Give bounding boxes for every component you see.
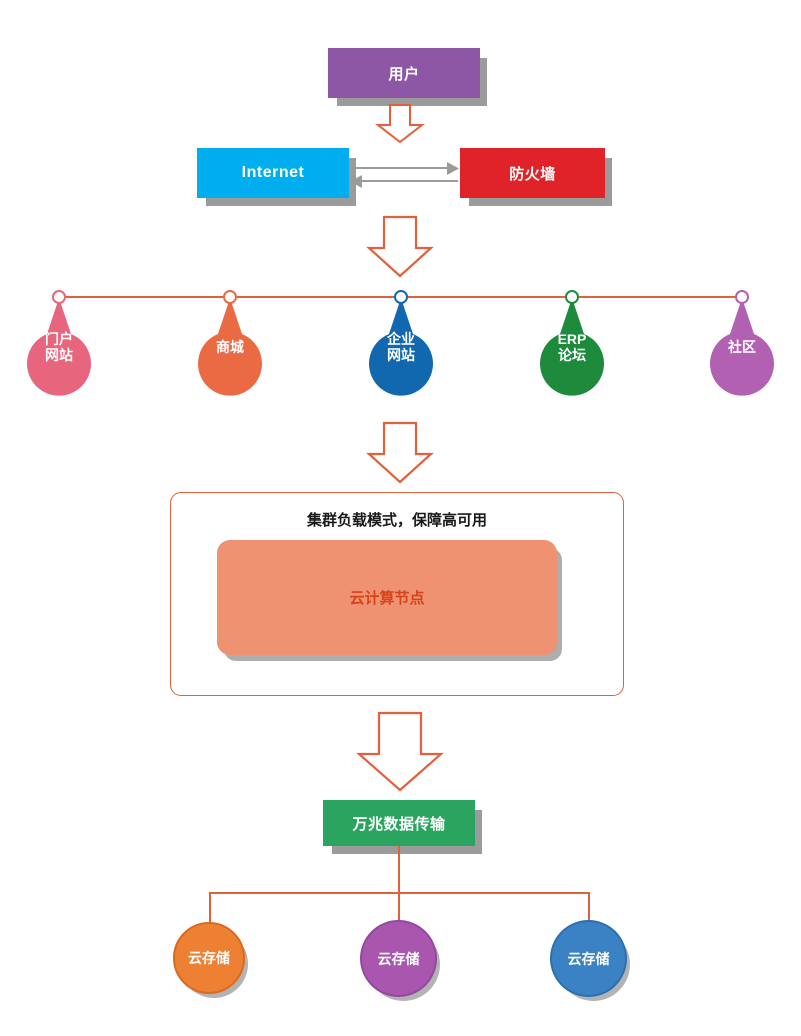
site-pin-erp[interactable]: ERP 论坛: [532, 290, 612, 396]
cloud-compute-node-label: 云计算节点: [349, 590, 425, 607]
arrow-internet-to-firewall: [351, 162, 459, 175]
site-pin-community[interactable]: 社区: [702, 290, 782, 396]
arrow-sites-to-cloud: [366, 421, 434, 484]
connector-storage-drop-3: [588, 892, 590, 924]
storage-node-3-label: 云存储: [567, 950, 610, 967]
site-ring-erp: [565, 290, 579, 304]
storage-node-2-label: 云存储: [377, 950, 420, 967]
site-ring-enterprise: [394, 290, 408, 304]
transfer-box[interactable]: 万兆数据传输: [323, 800, 475, 846]
connector-storage-drop-1: [209, 892, 211, 924]
site-ring-portal: [52, 290, 66, 304]
cloud-compute-node[interactable]: 云计算节点: [217, 540, 557, 655]
site-pin-enterprise[interactable]: 企业 网站: [361, 290, 441, 396]
transfer-box-label: 万兆数据传输: [352, 815, 446, 833]
connector-transfer-stem: [398, 846, 400, 892]
arrow-user-to-network: [375, 104, 425, 144]
internet-box-label: Internet: [241, 164, 305, 181]
connector-storage-drop-2: [398, 892, 400, 924]
site-ring-community: [735, 290, 749, 304]
site-pin-mall[interactable]: 商城: [190, 290, 270, 396]
arrow-firewall-to-internet: [350, 175, 458, 188]
user-box-label: 用户: [388, 65, 420, 83]
user-box[interactable]: 用户: [328, 48, 480, 98]
firewall-box[interactable]: 防火墙: [460, 148, 605, 198]
arrow-cloud-to-transfer: [356, 711, 444, 792]
cloud-cluster-title: 集群负载模式，保障高可用: [306, 512, 487, 529]
storage-node-2[interactable]: 云存储: [360, 920, 437, 997]
storage-node-3[interactable]: 云存储: [550, 920, 627, 997]
cloud-cluster-group: 集群负载模式，保障高可用 云计算节点: [170, 492, 624, 696]
storage-node-1-label: 云存储: [188, 950, 230, 966]
site-ring-mall: [223, 290, 237, 304]
storage-node-1[interactable]: 云存储: [173, 922, 245, 994]
site-pin-portal[interactable]: 门户 网站: [19, 290, 99, 396]
firewall-box-label: 防火墙: [509, 165, 556, 183]
internet-firewall-arrows: [349, 158, 460, 190]
internet-box[interactable]: Internet: [197, 148, 349, 198]
arrow-network-to-sites: [366, 215, 434, 278]
